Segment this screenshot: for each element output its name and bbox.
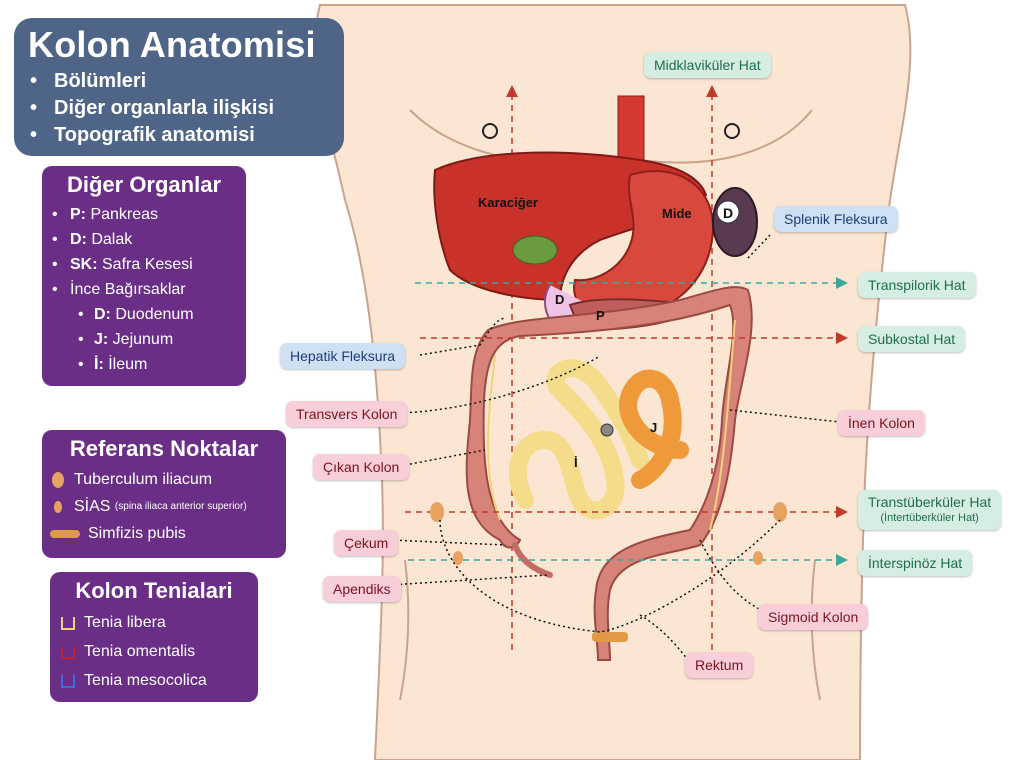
pancreas-label: P <box>596 308 605 323</box>
title-bullet: Diğer organlarla ilişkisi <box>54 95 330 122</box>
splenic-flexure-label: Splenik Fleksura <box>774 206 898 232</box>
subcostal-label: Subkostal Hat <box>858 326 965 352</box>
gallbladder <box>513 236 557 264</box>
transpyloric-label: Transpilorik Hat <box>858 272 976 298</box>
ref-label: Tuberculum iliacum <box>74 466 212 493</box>
organ-subitem: D: Duodenum <box>52 302 236 327</box>
hepatic-flexure-label: Hepatik Fleksura <box>280 343 405 369</box>
transverse-colon-label: Transvers Kolon <box>286 401 407 427</box>
sias-icon <box>50 497 66 517</box>
tenia-panel: Kolon Tenialari Tenia libera Tenia oment… <box>50 572 258 702</box>
ref-label: SİAS <box>74 493 110 520</box>
rectum-label: Rektum <box>685 652 753 678</box>
ref-row: SİAS (spina iliaca anterior superior) <box>50 493 278 520</box>
tenia-row: Tenia mesocolica <box>60 666 248 695</box>
sigmoid-colon-label: Sigmoid Kolon <box>758 604 868 630</box>
tenia-row: Tenia omentalis <box>60 637 248 666</box>
ileum-label: İ <box>574 455 578 470</box>
tenia-label: Tenia mesocolica <box>84 666 207 695</box>
symphysis-icon <box>50 528 80 540</box>
spleen <box>713 188 757 256</box>
tenia-heading: Kolon Tenialari <box>60 578 248 604</box>
tuberculum-iliacum-right <box>773 502 787 522</box>
page-title: Kolon Anatomisi <box>28 24 330 66</box>
appendix-label: Apendiks <box>323 576 401 602</box>
transtubercular-label: Transtüberküler Hat (İntertüberküler Hat… <box>858 490 1001 530</box>
tenia-label: Tenia omentalis <box>84 637 195 666</box>
organ-subitem: J: Jejunum <box>52 327 236 352</box>
ref-label: Simfizis pubis <box>88 520 186 547</box>
torso-outline <box>315 5 910 760</box>
title-bullet: Topografik anatomisi <box>54 122 330 149</box>
refs-heading: Referans Noktalar <box>50 436 278 462</box>
organs-panel: Diğer Organlar P: Pankreas D: Dalak SK: … <box>42 166 246 386</box>
tenia-mesocolica-icon <box>60 673 76 689</box>
jejunum-label: J <box>650 420 657 435</box>
interspinous-label: İnterspinöz Hat <box>858 550 972 576</box>
tenia-row: Tenia libera <box>60 608 248 637</box>
rectum-band <box>592 632 628 642</box>
transtubercular-text: Transtüberküler Hat <box>868 494 991 510</box>
tenia-libera-icon <box>60 615 76 631</box>
organ-item: P: Pankreas <box>52 202 236 227</box>
ref-row: Simfizis pubis <box>50 520 278 547</box>
organ-item: D: Dalak <box>52 227 236 252</box>
tuberculum-icon <box>50 470 66 490</box>
organ-item: İnce Bağırsaklar <box>52 277 236 302</box>
title-panel: Kolon Anatomisi Bölümleri Diğer organlar… <box>14 18 344 156</box>
spleen-label: D <box>723 205 733 221</box>
ascending-colon-label: Çıkan Kolon <box>313 454 409 480</box>
midclavicular-label: Midklaviküler Hat <box>644 52 771 78</box>
sias-right <box>753 551 763 565</box>
refs-panel: Referans Noktalar Tuberculum iliacum SİA… <box>42 430 286 558</box>
tenia-label: Tenia libera <box>84 608 166 637</box>
organ-subitem: İ: İleum <box>52 352 236 377</box>
cecum-label: Çekum <box>334 530 398 556</box>
tenia-omentalis-icon <box>60 644 76 660</box>
ref-row: Tuberculum iliacum <box>50 466 278 493</box>
duodenum-label: D <box>555 292 564 307</box>
tuberculum-iliacum-left <box>430 502 444 522</box>
organs-heading: Diğer Organlar <box>52 172 236 198</box>
descending-colon-label: İnen Kolon <box>838 410 925 436</box>
intertubercular-text: (İntertüberküler Hat) <box>868 510 991 526</box>
umbilicus <box>601 424 613 436</box>
organ-item: SK: Safra Kesesi <box>52 252 236 277</box>
ref-sublabel: (spina iliaca anterior superior) <box>115 493 247 520</box>
liver-label: Karaciğer <box>478 195 538 210</box>
stomach-label: Mide <box>662 206 692 221</box>
title-bullet: Bölümleri <box>54 68 330 95</box>
